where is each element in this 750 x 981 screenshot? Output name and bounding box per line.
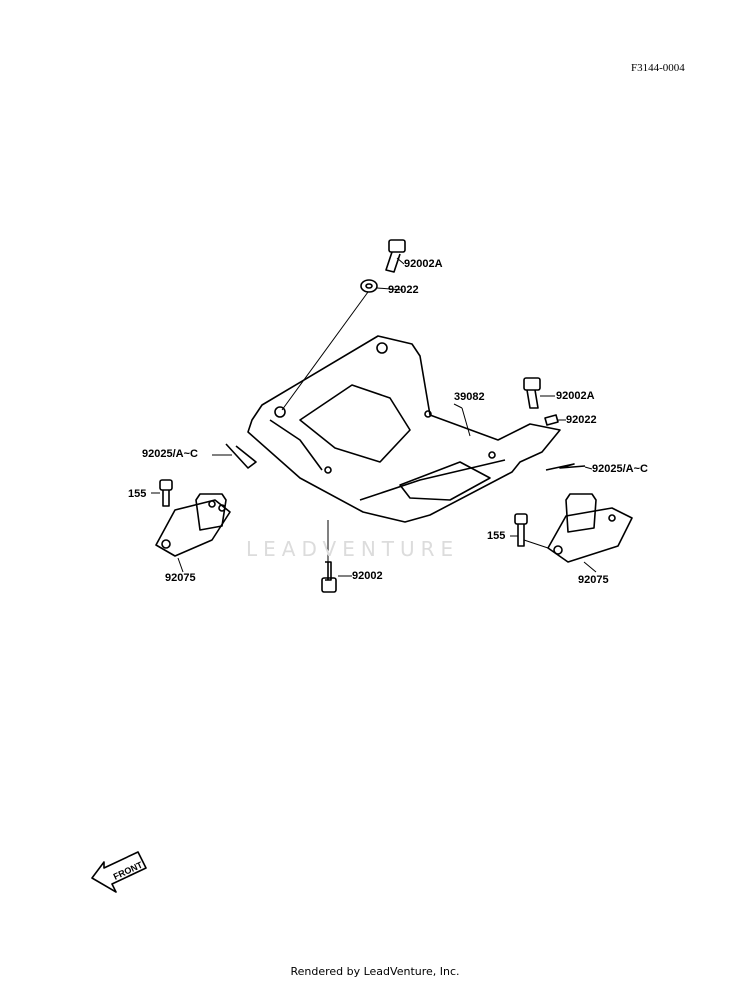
engine-mount-92075-right[interactable] xyxy=(547,493,633,563)
callout-plate: 39082 xyxy=(454,391,485,403)
leader-lines xyxy=(151,257,597,577)
callout-mount-left: 92075 xyxy=(165,572,196,584)
washer-92022-top[interactable] xyxy=(360,279,378,293)
callout-bolt-top: 92002A xyxy=(404,258,443,270)
clip-92025-left[interactable] xyxy=(225,443,257,469)
bolt-92002A-right[interactable] xyxy=(523,377,541,409)
callout-bolt-bottom: 92002 xyxy=(352,570,383,582)
bolt-155-left[interactable] xyxy=(159,479,173,507)
clip-92025-right[interactable] xyxy=(545,463,586,471)
bolt-92002A-top[interactable] xyxy=(385,239,406,273)
callout-bolt-mount-left: 155 xyxy=(128,488,147,500)
engine-mount-92075-left[interactable] xyxy=(155,493,231,557)
callout-mount-right: 92075 xyxy=(578,574,609,586)
footer-credit: Rendered by LeadVenture, Inc. xyxy=(290,965,460,978)
figure-code: F3144-0004 xyxy=(631,62,685,74)
callout-bolt-right: 92002A xyxy=(556,390,595,402)
watermark: LEADVENTURE xyxy=(246,537,460,561)
callout-washer-right: 92022 xyxy=(566,414,597,426)
washer-92022-right[interactable] xyxy=(544,414,559,426)
front-arrow-icon xyxy=(91,851,147,893)
callout-clip-right: 92025/A~C xyxy=(592,463,648,475)
callout-bolt-mount-right: 155 xyxy=(487,530,506,542)
bolt-155-right[interactable] xyxy=(514,513,528,547)
bolt-92002-bottom[interactable] xyxy=(321,561,337,593)
skid-plate-39082[interactable] xyxy=(247,335,561,523)
callout-washer-top: 92022 xyxy=(388,284,419,296)
callout-clip-left: 92025/A~C xyxy=(142,448,198,460)
